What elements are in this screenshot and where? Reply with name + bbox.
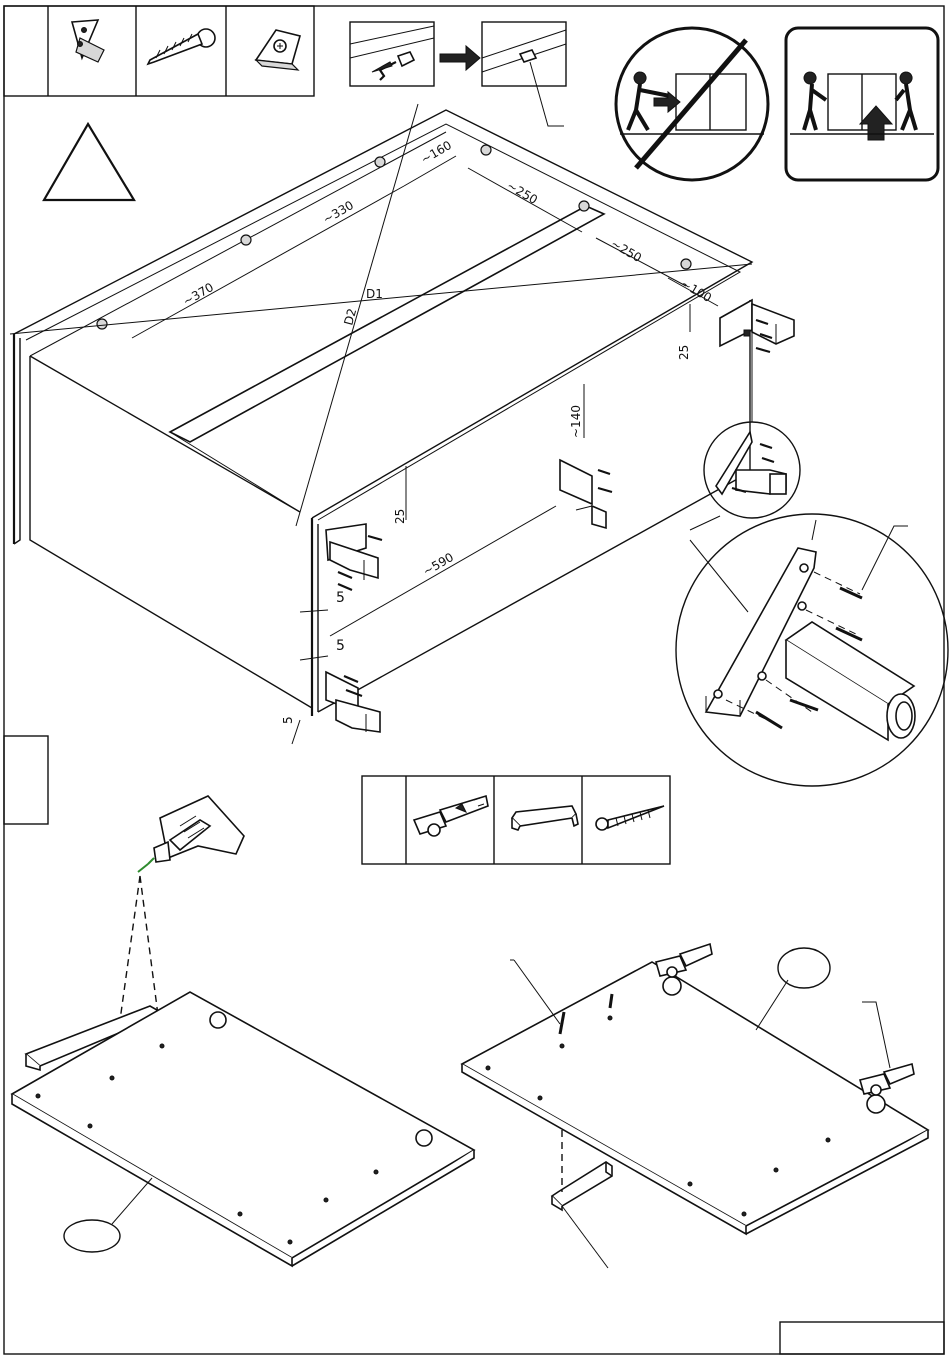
power-drill-icon <box>138 796 244 872</box>
handle-icon <box>552 1162 612 1210</box>
hinge-icon <box>656 944 712 977</box>
dim-5-bottom: 5 <box>281 716 295 724</box>
leg-detail-large <box>676 514 948 786</box>
dim-140: ~140 <box>569 405 583 438</box>
connector-detail-after <box>482 22 566 126</box>
leg-middle <box>560 460 612 528</box>
dim-370: ~370 <box>181 280 217 309</box>
dimension-labels: ~370 ~330 ~160 ~250 ~250 ~100 25 ~140 25… <box>181 138 715 724</box>
parts-table-middle <box>362 776 670 864</box>
dim-250b: ~250 <box>609 236 645 265</box>
diagonal-d1: D1 <box>366 287 383 301</box>
board-right <box>462 944 928 1268</box>
warning-triangle-icon <box>44 124 134 200</box>
page-number-box <box>780 1322 944 1354</box>
dim-590: ~590 <box>421 550 457 579</box>
corner-connector-icon <box>256 30 300 70</box>
connector-6 <box>681 259 691 269</box>
leg-front-left-top <box>326 524 382 590</box>
dim-5-lower: 5 <box>336 638 345 654</box>
diagonal-d2: D2 <box>341 307 359 327</box>
side-label-box <box>4 736 48 824</box>
handle-icon <box>512 806 578 830</box>
dim-5-upper: 5 <box>336 590 345 606</box>
connector-5 <box>579 201 589 211</box>
connector-detail-before <box>350 22 434 86</box>
arrow-right-icon <box>440 46 480 70</box>
part-label-bubble-right <box>778 948 830 988</box>
hinge-icon <box>860 1064 914 1095</box>
lift-furniture-icon <box>786 28 938 180</box>
leg-front-left-bottom <box>326 672 380 732</box>
part-label-bubble-left <box>64 1220 120 1252</box>
wood-screw-icon <box>148 29 215 64</box>
dim-100: ~100 <box>679 276 715 305</box>
dim-250a: ~250 <box>505 178 541 207</box>
connector-3 <box>375 157 385 167</box>
dim-25-top: 25 <box>677 345 691 360</box>
parts-table-top <box>4 6 314 96</box>
no-pushing-furniture-icon <box>616 28 768 180</box>
connector-1 <box>97 319 107 329</box>
connector-4 <box>481 145 491 155</box>
hinge-icon <box>414 796 488 836</box>
corner-bracket-icon <box>72 20 104 62</box>
dim-25-mid: 25 <box>393 509 407 524</box>
board-left <box>12 992 474 1266</box>
dim-160: ~160 <box>419 138 455 167</box>
wood-screw-icon <box>596 806 664 830</box>
leg-back-right <box>720 300 794 352</box>
connector-2 <box>241 235 251 245</box>
